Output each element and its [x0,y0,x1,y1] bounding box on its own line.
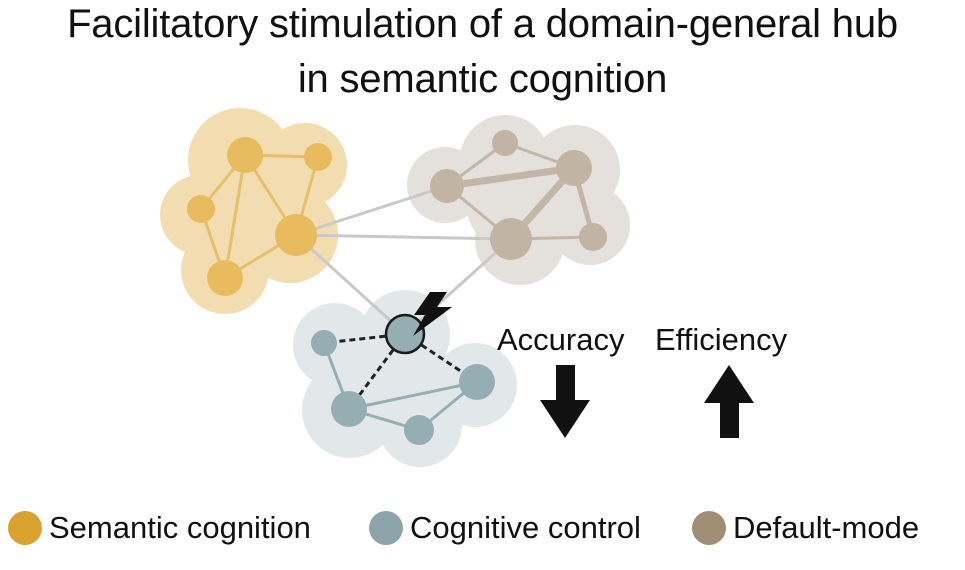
legend-swatch-semantic [8,511,42,545]
link-default-control [403,237,513,336]
lightning-bolt-icon [413,292,452,336]
semantic-node [207,260,243,296]
legend-swatch-control [369,511,403,545]
default-mode-node [490,218,532,260]
stimulated-hub-node [384,313,426,355]
efficiency-label: Efficiency [655,322,788,357]
link-semantic-control [294,233,407,336]
legend-swatch-default-mode [692,511,726,545]
default-mode-node [430,169,464,203]
semantic-node [227,137,263,173]
control-node [311,330,337,356]
arrow-up-icon [704,365,754,438]
legend-item-default-mode: Default-mode [692,505,919,551]
arrow-down-icon [540,365,590,438]
figure-title-line-1: Facilitatory stimulation of a domain-gen… [67,2,898,46]
semantic-node [304,143,332,171]
default-mode-network-nodes [430,130,607,260]
control-node [404,415,434,445]
link-semantic-default-lower [295,233,512,241]
legend-label: Semantic cognition [49,510,311,545]
semantic-hub-node [275,214,317,256]
accuracy-label: Accuracy [497,322,625,357]
default-mode-node [556,150,592,186]
legend-item-semantic-cognition: Semantic cognition [8,505,311,551]
control-node [331,391,367,427]
legend-label: Default-mode [733,510,920,545]
between-network-links [294,184,513,336]
legend-item-cognitive-control: Cognitive control [369,505,641,551]
semantic-network-nodes [187,137,332,296]
legend-label: Cognitive control [410,510,641,545]
control-network-nodes [311,313,495,445]
default-mode-node [492,130,518,156]
semantic-node [187,195,215,223]
figure-title-line-2: in semantic cognition [297,57,668,101]
default-mode-node [579,223,607,251]
control-node [459,364,495,400]
legend: Semantic cognition Cognitive control Def… [0,505,965,551]
link-semantic-default-upper [295,184,448,237]
